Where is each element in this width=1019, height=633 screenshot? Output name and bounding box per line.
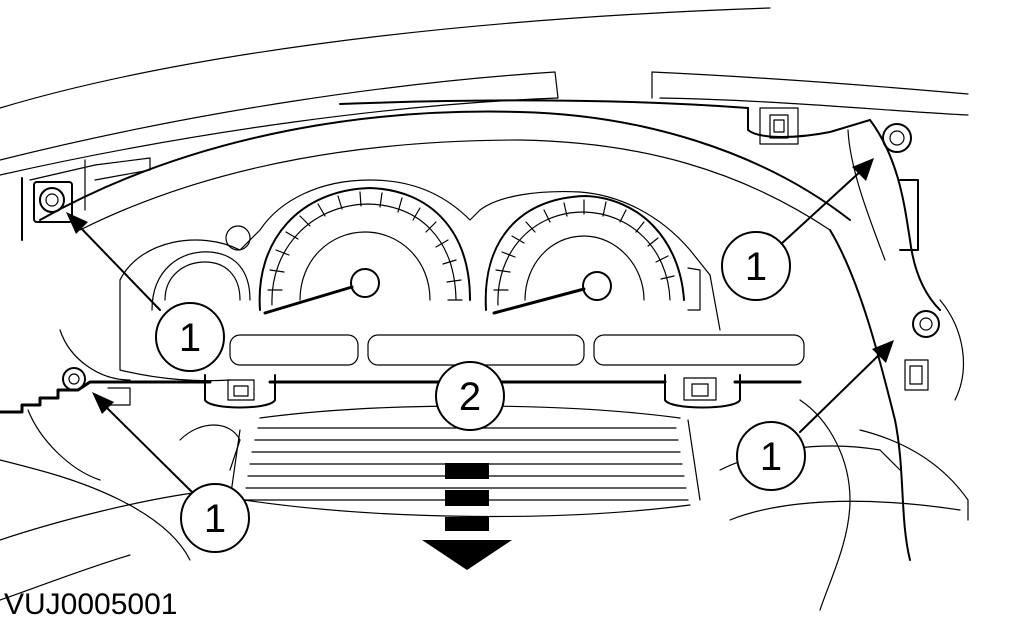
callout-label: 1 [204,497,226,541]
arrow-upper-right [779,158,874,246]
leader-arrows [66,158,894,493]
windshield-lines [0,7,969,176]
cluster-hood [39,99,941,561]
tachometer-ticks [493,199,701,311]
cluster-lower-edge [0,367,802,414]
bolt-lower-right-head [912,310,940,338]
callout-instrument-cluster: 2 [435,361,505,431]
arrow-lower-left [92,392,193,493]
callout-bolt-upper-left: 1 [155,302,225,372]
left-bracket [21,157,151,241]
callout-label: 2 [459,375,481,419]
speedometer-gauge [258,187,471,315]
tachometer-gauge [484,195,701,315]
callout-label: 1 [745,245,767,289]
callout-label: 1 [760,435,782,479]
callout-bolt-upper-right: 1 [721,231,791,301]
callout-bolt-lower-left: 1 [180,483,250,553]
speedometer-ticks [267,191,463,301]
right-bracket [759,107,965,401]
arrow-lower-right [799,340,894,433]
figure-reference-code: VUJ0005001 [4,588,177,621]
arrow-upper-left [66,212,161,311]
callout-label: 1 [179,316,201,360]
warning-light-strip [229,334,805,366]
bolt-upper-right-head [882,123,912,153]
callout-bolt-lower-right: 1 [736,421,806,491]
small-left-gauge [151,225,251,311]
down-arrow-icon [422,463,512,570]
steering-wheel-outline [0,329,969,611]
bolt-upper-left-head [39,187,65,213]
gauge-faceplate [119,179,721,382]
bolt-lower-left-head [62,367,86,391]
